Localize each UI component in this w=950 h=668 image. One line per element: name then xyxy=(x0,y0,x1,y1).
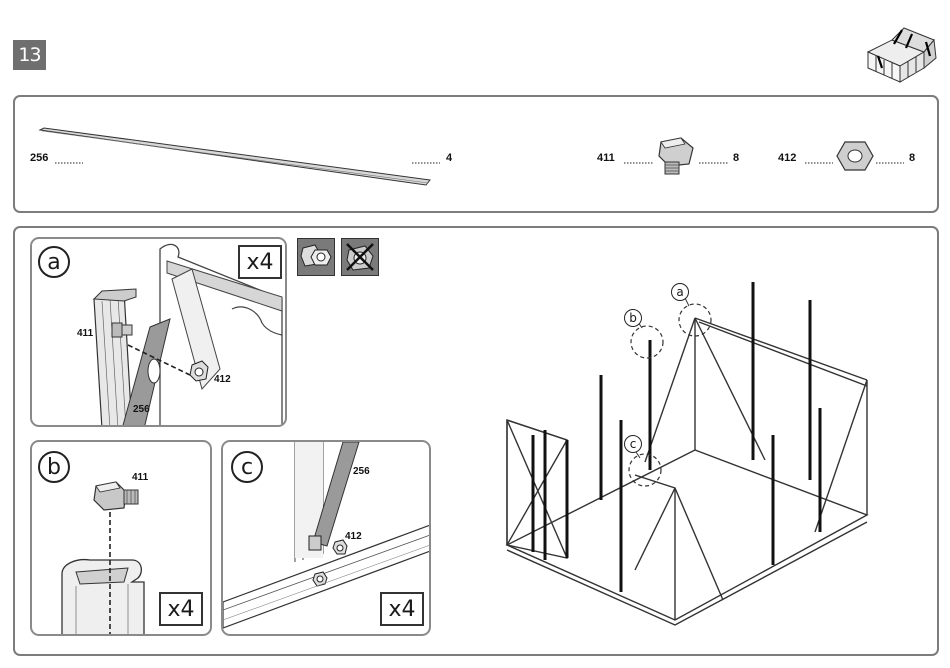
bolt-nut-tool-icon xyxy=(297,238,335,276)
detail-c-panel: c 256 412 x4 xyxy=(221,440,431,636)
step-number-badge: 13 xyxy=(13,40,46,70)
detail-a-bolt-code: 411 xyxy=(77,328,93,339)
detail-a-nut-code: 412 xyxy=(214,374,231,385)
detail-c-letter: c xyxy=(231,451,263,483)
overview-frame-illustration xyxy=(495,270,875,630)
detail-c-multiplier: x4 xyxy=(380,592,424,626)
detail-b-letter: b xyxy=(38,451,70,483)
rod-part-illustration xyxy=(38,128,433,188)
detail-b-multiplier: x4 xyxy=(159,592,203,626)
detail-a-rod-code: 256 xyxy=(133,404,150,415)
step-number: 13 xyxy=(18,44,40,66)
nut-qty-leader xyxy=(876,161,906,165)
nut-part-qty: 8 xyxy=(909,152,915,164)
overview-callout-b: b xyxy=(624,309,642,327)
detail-c-rod-code: 256 xyxy=(353,466,370,477)
detail-a-letter: a xyxy=(38,246,70,278)
detail-b-bolt-code: 411 xyxy=(132,472,148,483)
rod-part-code: 256 xyxy=(30,152,48,164)
crossed-out-tool-icon xyxy=(341,238,379,276)
greenhouse-thumbnail-icon xyxy=(862,22,942,84)
detail-a-multiplier: x4 xyxy=(238,245,282,279)
detail-b-panel: b 411 x4 xyxy=(30,440,212,636)
bolt-part-icon xyxy=(655,136,697,178)
nut-code-leader xyxy=(805,161,835,165)
nut-part-icon xyxy=(835,140,875,174)
rod-qty-leader xyxy=(412,161,442,165)
bolt-qty-leader xyxy=(699,161,731,165)
overview-callout-c: c xyxy=(624,435,642,453)
detail-c-nut-code: 412 xyxy=(345,531,362,542)
overview-callout-a: a xyxy=(671,283,689,301)
rod-part-qty: 4 xyxy=(446,152,452,164)
bolt-code-leader xyxy=(624,161,656,165)
nut-part-code: 412 xyxy=(778,152,796,164)
rod-code-leader xyxy=(55,161,85,165)
bolt-part-qty: 8 xyxy=(733,152,739,164)
detail-a-panel: a x4 411 412 256 xyxy=(30,237,287,427)
bolt-part-code: 411 xyxy=(597,152,615,164)
